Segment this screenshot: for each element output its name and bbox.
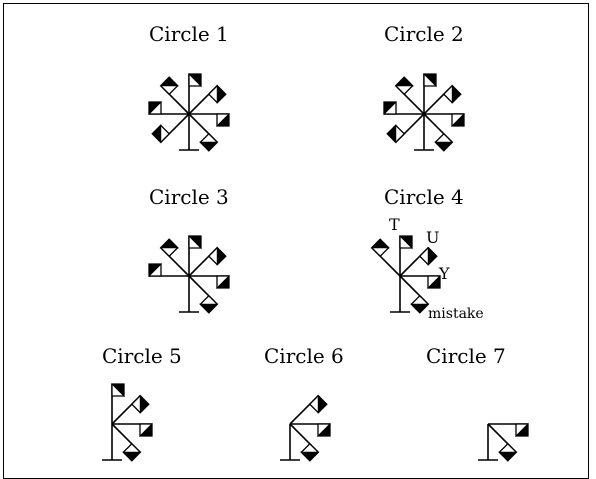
label-y: Y — [438, 264, 450, 283]
flag-right — [514, 422, 529, 437]
flag-left — [148, 263, 163, 278]
flag-upper-left — [159, 238, 179, 258]
flag-top — [187, 235, 202, 250]
flag-upper-left — [159, 76, 179, 96]
flag-right — [138, 422, 153, 437]
flag-top — [110, 383, 125, 398]
caption-circle-5: Circle 5 — [102, 344, 182, 368]
label-u: U — [426, 228, 439, 247]
flag-left — [148, 101, 163, 116]
semaphore-glyph-circle-1 — [148, 73, 230, 152]
semaphore-glyph-circle-7 — [478, 422, 529, 462]
flag-upper-left — [370, 238, 390, 258]
flag-right — [450, 112, 465, 127]
flag-upper-right — [308, 394, 328, 414]
semaphore-glyph-circle-2 — [383, 73, 465, 152]
flag-lower-right — [410, 294, 430, 314]
flag-lower-left — [151, 124, 171, 144]
caption-circle-6: Circle 6 — [264, 344, 344, 368]
caption-circle-7: Circle 7 — [426, 344, 506, 368]
caption-circle-4: Circle 4 — [384, 185, 464, 209]
flag-upper-right — [207, 246, 227, 266]
flag-right — [426, 274, 441, 289]
semaphore-glyph-circle-5 — [102, 383, 153, 462]
label-t: T — [389, 215, 400, 234]
semaphore-glyph-circle-4 — [370, 235, 441, 314]
flag-top — [422, 73, 437, 88]
flag-lower-right — [122, 442, 142, 462]
flag-left — [383, 101, 398, 116]
caption-circle-2: Circle 2 — [384, 22, 464, 46]
flag-upper-right — [207, 84, 227, 104]
flag-top — [398, 235, 413, 250]
caption-circle-1: Circle 1 — [149, 22, 229, 46]
flag-lower-left — [386, 124, 406, 144]
flag-upper-right — [442, 84, 462, 104]
flag-upper-right — [418, 246, 438, 266]
semaphore-glyph-circle-3 — [148, 235, 230, 314]
semaphore-glyph-circle-6 — [280, 394, 331, 462]
flag-lower-right — [199, 132, 219, 152]
flag-top — [187, 73, 202, 88]
flag-lower-right — [300, 442, 320, 462]
flag-lower-right — [498, 442, 518, 462]
flag-right — [215, 112, 230, 127]
flag-right — [215, 274, 230, 289]
flag-lower-right — [199, 294, 219, 314]
flag-upper-left — [394, 76, 414, 96]
caption-circle-3: Circle 3 — [149, 185, 229, 209]
figure-frame — [3, 3, 589, 479]
flag-right — [316, 422, 331, 437]
flag-lower-right — [434, 132, 454, 152]
flag-upper-right — [130, 394, 150, 414]
label-mistake: mistake — [428, 306, 484, 322]
